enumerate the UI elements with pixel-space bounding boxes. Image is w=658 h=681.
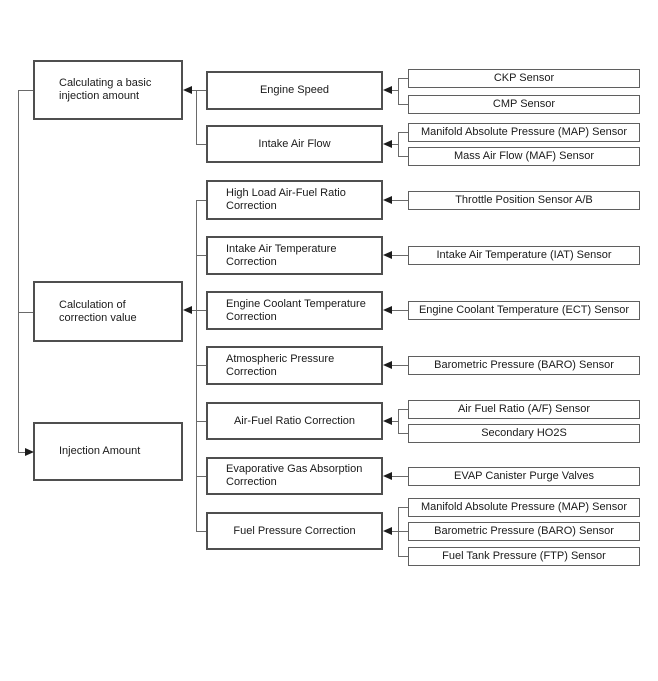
flow-box-afr-correction: Air-Fuel Ratio Correction — [206, 402, 383, 440]
connector-line — [398, 556, 408, 557]
flow-box-atmospheric-correction: Atmospheric Pressure Correction — [206, 346, 383, 385]
connector-line — [391, 144, 399, 145]
flow-box-intake-air-flow: Intake Air Flow — [206, 125, 383, 163]
connector-line — [196, 476, 206, 477]
connector-line — [392, 365, 408, 366]
sensor-box-cmp: CMP Sensor — [408, 95, 640, 114]
connector-line — [392, 476, 408, 477]
connector-line — [196, 200, 197, 532]
connector-line — [398, 433, 408, 434]
connector-line — [392, 310, 408, 311]
connector-line — [398, 78, 399, 105]
connector-line — [18, 452, 26, 453]
connector-line — [18, 90, 33, 91]
arrowhead-left-icon — [383, 361, 392, 369]
sensor-box-map: Manifold Absolute Pressure (MAP) Sensor — [408, 123, 640, 142]
sensor-box-afs: Air Fuel Ratio (A/F) Sensor — [408, 400, 640, 419]
connector-line — [192, 310, 206, 311]
arrowhead-left-icon — [383, 86, 392, 94]
connector-line — [398, 409, 408, 410]
sensor-box-map-2: Manifold Absolute Pressure (MAP) Sensor — [408, 498, 640, 517]
connector-line — [398, 156, 408, 157]
connector-line — [18, 312, 33, 313]
connector-line — [391, 421, 399, 422]
flow-box-basic-injection: Calculating a basic injection amount — [33, 60, 183, 120]
connector-line — [196, 200, 206, 201]
sensor-box-secondary-ho2s: Secondary HO2S — [408, 424, 640, 443]
sensor-box-tps: Throttle Position Sensor A/B — [408, 191, 640, 210]
connector-line — [196, 255, 206, 256]
connector-line — [398, 104, 408, 105]
connector-line — [196, 144, 206, 145]
connector-line — [196, 365, 206, 366]
flow-box-iat-correction: Intake Air Temperature Correction — [206, 236, 383, 275]
arrowhead-left-icon — [383, 472, 392, 480]
connector-line — [392, 200, 408, 201]
arrowhead-left-icon — [383, 140, 392, 148]
arrowhead-left-icon — [183, 86, 192, 94]
connector-line — [18, 90, 19, 453]
arrowhead-left-icon — [383, 306, 392, 314]
connector-line — [392, 255, 408, 256]
sensor-box-maf: Mass Air Flow (MAF) Sensor — [408, 147, 640, 166]
flow-box-ect-correction: Engine Coolant Temperature Correction — [206, 291, 383, 330]
arrowhead-left-icon — [183, 306, 192, 314]
flow-box-injection-amount: Injection Amount — [33, 422, 183, 481]
flow-box-evap-correction: Evaporative Gas Absorption Correction — [206, 457, 383, 495]
connector-line — [391, 90, 399, 91]
connector-line — [196, 90, 197, 145]
sensor-box-evap-purge: EVAP Canister Purge Valves — [408, 467, 640, 486]
sensor-box-iat: Intake Air Temperature (IAT) Sensor — [408, 246, 640, 265]
sensor-box-baro: Barometric Pressure (BARO) Sensor — [408, 356, 640, 375]
sensor-box-ect: Engine Coolant Temperature (ECT) Sensor — [408, 301, 640, 320]
flow-box-engine-speed: Engine Speed — [206, 71, 383, 110]
arrowhead-left-icon — [383, 196, 392, 204]
sensor-box-ckp: CKP Sensor — [408, 69, 640, 88]
flow-box-correction-value: Calculation of correction value — [33, 281, 183, 342]
connector-line — [196, 421, 206, 422]
arrowhead-left-icon — [383, 417, 392, 425]
connector-line — [398, 132, 408, 133]
connector-line — [398, 78, 408, 79]
connector-line — [196, 531, 206, 532]
connector-line — [398, 507, 408, 508]
arrowhead-right-icon — [25, 448, 34, 456]
connector-line — [192, 90, 206, 91]
flow-box-fuel-pressure-correction: Fuel Pressure Correction — [206, 512, 383, 550]
connector-line — [398, 507, 399, 557]
arrowhead-left-icon — [383, 251, 392, 259]
connector-line — [391, 531, 408, 532]
sensor-box-ftp: Fuel Tank Pressure (FTP) Sensor — [408, 547, 640, 566]
flow-box-high-load-correction: High Load Air-Fuel Ratio Correction — [206, 180, 383, 220]
sensor-box-baro-2: Barometric Pressure (BARO) Sensor — [408, 522, 640, 541]
arrowhead-left-icon — [383, 527, 392, 535]
